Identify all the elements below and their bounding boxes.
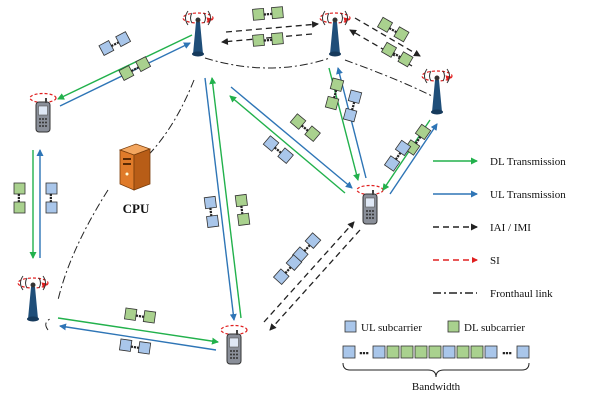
bandwidth-strip: ▪▪▪ ▪▪▪ [342,345,530,378]
legend-label-si: SI [490,255,500,267]
bandwidth-label: Bandwidth [412,381,461,393]
svg-text:▪▪▪: ▪▪▪ [359,348,369,358]
iai-imi-links [221,17,421,331]
cpu-label: CPU [123,201,150,216]
subcarrier-key: UL subcarrier DL subcarrier [344,320,525,334]
transmission-links [29,34,438,351]
dl-subcarrier-label: DL subcarrier [464,322,525,334]
legend-label-ul: UL Transmission [490,189,566,201]
subcarrier-blocks [13,6,432,355]
legend-label-iai: IAI / IMI [490,222,531,234]
access-point-antenna-icon-2 [320,11,350,57]
access-point-antenna-icon-1 [183,11,213,57]
access-point-antenna-icon-4 [18,276,48,322]
ul-subcarrier-label: UL subcarrier [361,322,422,334]
legend-label-dl: DL Transmission [490,156,566,168]
mobile-phone-icon-3 [220,324,248,365]
access-point-antenna-icon-3 [422,69,452,115]
ul-subcarrier-swatch [344,320,357,333]
server-tower-icon [118,143,152,191]
svg-text:▪▪▪: ▪▪▪ [502,348,512,358]
mobile-phone-icon-1 [29,92,57,133]
dl-subcarrier-swatch [447,320,460,333]
mobile-phone-icon-2 [356,184,384,225]
legend-label-fronthaul: Fronthaul link [490,288,553,300]
